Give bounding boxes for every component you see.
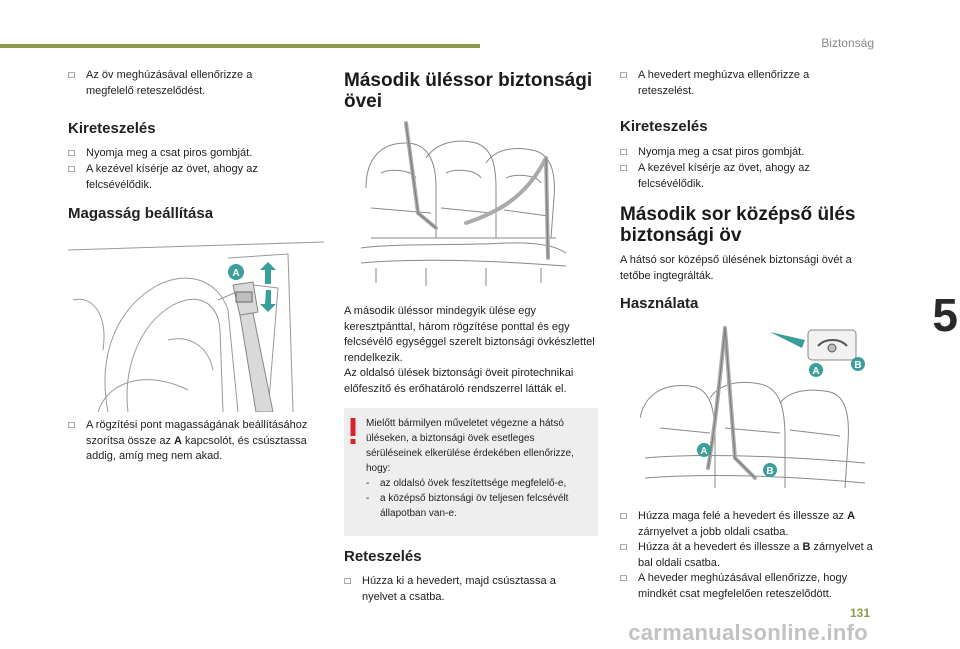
label-a-top: A: [812, 366, 819, 377]
check-box-icon: ☐: [620, 71, 628, 80]
check-box-icon: ☐: [68, 149, 76, 158]
unlock-bullet-right-2: ☐ A kezével kísérje az övet, ahogy az fe…: [620, 162, 810, 190]
label-a-marker-top: [809, 363, 823, 377]
middle-seat-belt-title: Második sor középső ülés biztonsági öv: [620, 204, 856, 246]
exclamation-icon: [350, 418, 356, 444]
label-a-marker-bottom: [697, 443, 711, 457]
seat-row-drawing: [360, 121, 567, 286]
usage-heading: Használata: [620, 295, 699, 312]
check-box-icon: ☐: [620, 574, 628, 583]
height-adjust-illustration: A: [67, 240, 325, 413]
check-lock-bullet-right: ☐ A hevedert meghúzva ellenőrizze a rete…: [620, 69, 810, 97]
warning-item-1: -az oldalsó övek feszítettsége megfelelő…: [366, 478, 567, 489]
check-box-icon: ☐: [344, 577, 352, 586]
label-a-bottom: A: [700, 446, 707, 457]
check-box-icon: ☐: [68, 165, 76, 174]
warning-item-2: -a középső biztonsági öv teljesen felcsé…: [366, 493, 569, 519]
check-box-icon: ☐: [620, 512, 628, 521]
height-bullet: ☐ A rögzítési pont magasságának beállítá…: [68, 419, 308, 462]
check-lock-bullet: ☐ Az öv meghúzásával ellenőrizze a megfe…: [68, 69, 253, 97]
check-box-icon: ☐: [68, 421, 76, 430]
label-b-top: B: [854, 360, 861, 371]
check-box-icon: ☐: [68, 71, 76, 80]
page-number: 131: [849, 606, 870, 620]
check-box-icon: ☐: [620, 543, 628, 552]
label-b-marker-top: [851, 357, 865, 371]
height-heading: Magasság beállítása: [68, 205, 214, 222]
middle-belt-drawing: A B A B: [639, 326, 866, 489]
second-row-belts-title: Második üléssor biztonsági övei: [344, 70, 593, 112]
lock-bullet: ☐ Húzza ki a hevedert, majd csúsztassa a…: [344, 575, 556, 603]
label-a-marker: [228, 264, 244, 280]
label-a: A: [232, 268, 239, 279]
seat-pillar-drawing: A: [67, 241, 325, 413]
second-row-description: A második üléssor mindegyik ülése egy ke…: [344, 305, 595, 395]
check-box-icon: ☐: [620, 148, 628, 157]
second-row-seats-illustration: [356, 118, 571, 290]
unlock-heading-right: Kireteszelés: [620, 118, 708, 135]
usage-bullet-3: ☐ A heveder meghúzásával ellenőrizze, ho…: [620, 572, 848, 600]
middle-seat-description: A hátsó sor középső ülésének biztonsági …: [620, 254, 852, 282]
unlock-bullet-right-1: ☐ Nyomja meg a csat piros gombját.: [620, 145, 878, 161]
watermark: carmanualsonline.info: [628, 620, 868, 645]
unlock-bullet-2: ☐ A kezével kísérje az övet, ahogy az fe…: [68, 163, 258, 191]
warning-box: Mielőtt bármilyen műveletet végezne a há…: [344, 408, 598, 536]
check-box-icon: ☐: [620, 164, 628, 173]
unlock-bullet-1: ☐ Nyomja meg a csat piros gombját.: [68, 146, 326, 162]
usage-bullet-1: ☐ Húzza maga felé a hevedert és illessze…: [620, 510, 856, 538]
label-b-bottom: B: [766, 466, 773, 477]
label-b-marker-bottom: [763, 463, 777, 477]
unlock-heading: Kireteszelés: [68, 120, 156, 137]
section-title: Biztonság: [821, 36, 874, 50]
lock-heading: Reteszelés: [344, 548, 422, 565]
warning-text: Mielőtt bármilyen műveletet végezne a há…: [366, 416, 592, 521]
usage-bullet-2: ☐ Húzza át a hevedert és illessze a B zá…: [620, 541, 873, 569]
chapter-number: 5: [932, 289, 958, 341]
header-accent-bar: [0, 44, 480, 48]
middle-belt-illustration: A B A B: [639, 318, 870, 504]
